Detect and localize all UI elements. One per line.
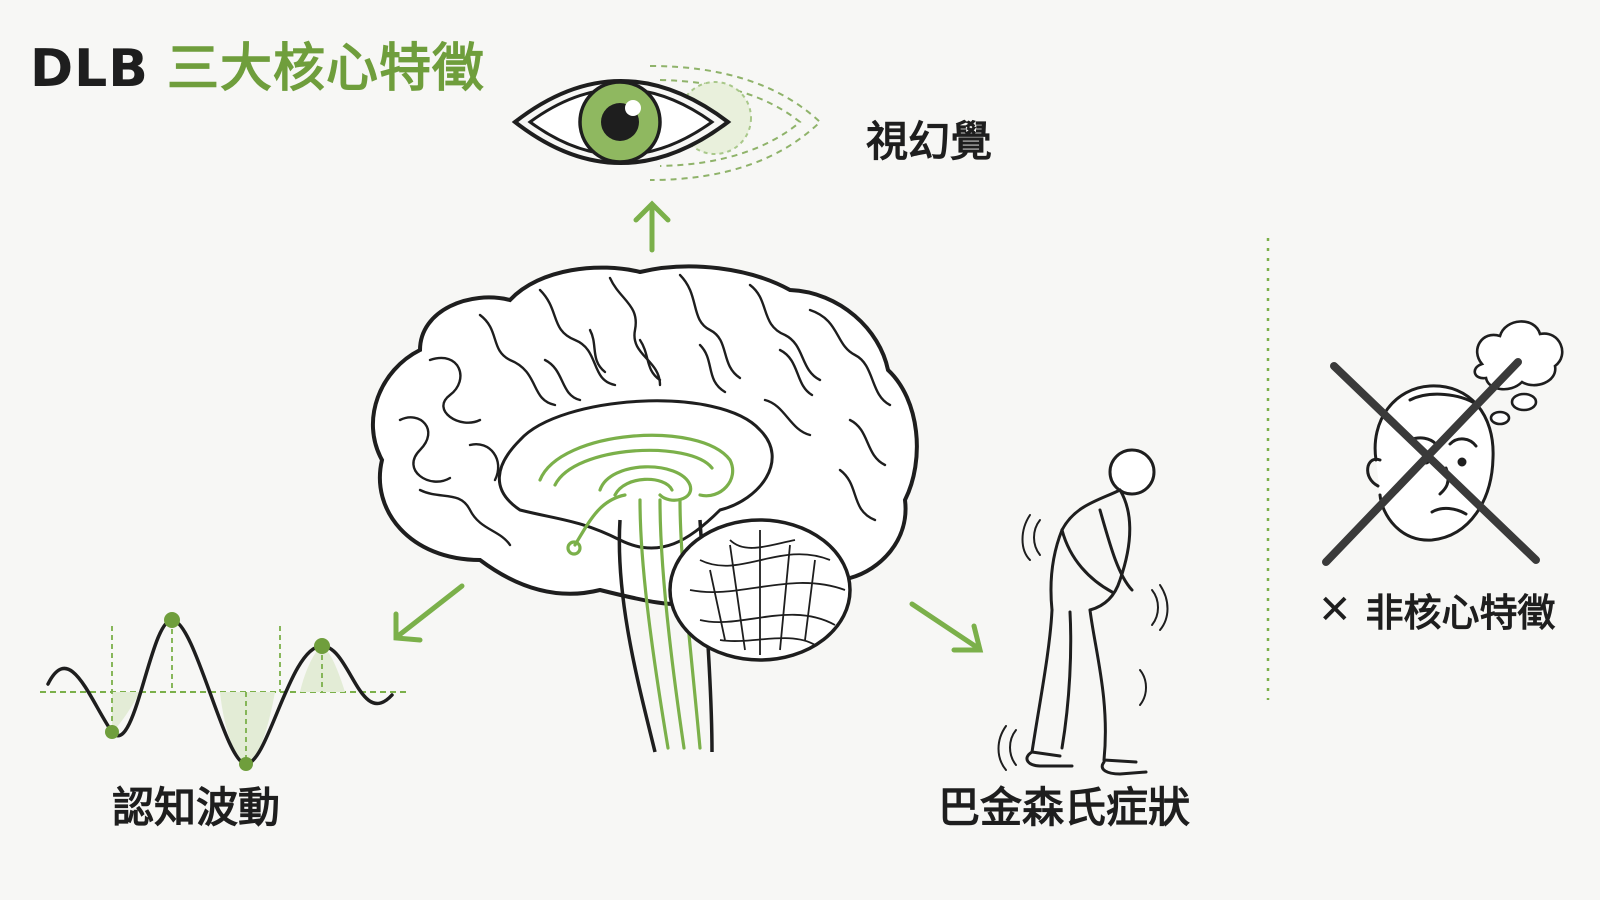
cognitive-fluctuation-label: 認知波動 <box>112 783 281 832</box>
cross-out-icon <box>1322 358 1540 566</box>
arrow-up-icon <box>633 200 671 253</box>
visual-hallucination-label: 視幻覺 <box>866 117 993 166</box>
non-core-label: ✕ 非核心特徵 <box>1318 582 1556 637</box>
eye-icon <box>511 65 822 181</box>
wave-icon <box>40 612 410 771</box>
non-core-text: 非核心特徵 <box>1365 591 1556 635</box>
parkinsonism-label: 巴金森氏症狀 <box>938 783 1191 832</box>
page-title: DLB 三大核心特徵 <box>30 26 485 101</box>
title-text: 三大核心特徵 <box>166 39 485 99</box>
arrow-down-right-icon <box>909 601 984 653</box>
thought-bubble-icon <box>1473 320 1564 426</box>
brain-illustration <box>370 264 919 753</box>
stooped-walker-icon <box>997 448 1169 776</box>
close-icon: ✕ <box>1318 586 1352 633</box>
arrow-down-left-icon <box>393 583 465 643</box>
title-abbreviation: DLB <box>30 39 149 99</box>
